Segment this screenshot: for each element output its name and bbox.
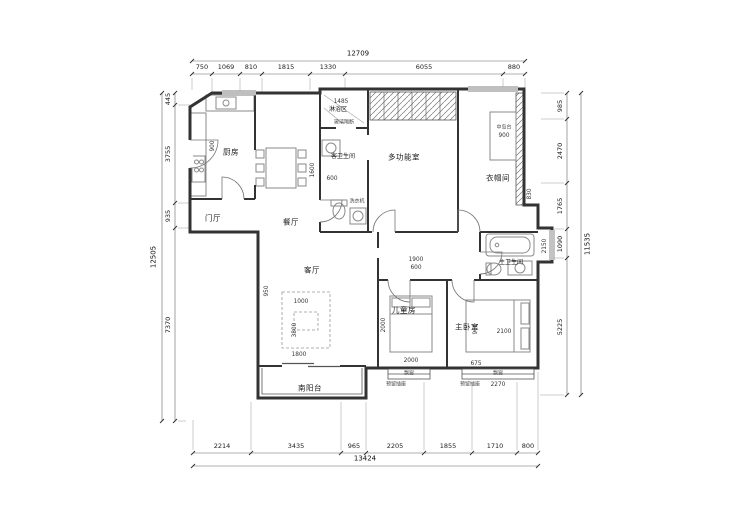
annotation: 600 [410,265,422,272]
dim-top-seg: 880 [507,62,521,71]
dim-top-seg: 1330 [319,62,337,71]
room-label-living: 客厅 [304,265,320,275]
room-label-foyer: 门厅 [205,213,221,223]
annotation: 2100 [496,329,512,336]
room-label-dining: 餐厅 [283,217,299,227]
room-label-kitchen: 厨房 [223,147,239,157]
annotation: 1600 [310,162,317,178]
annotation: 2150 [542,238,549,254]
dim-left-seg: 3755 [163,145,172,163]
annotation: 1900 [408,257,424,264]
room-label-island: 中岛台 [496,124,512,131]
dim-top-seg: 1069 [217,62,235,71]
dim-left-seg: 935 [163,209,172,223]
annotation: 900 [498,133,510,140]
dim-left-seg: 445 [163,92,172,106]
dim-top-seg: 1815 [277,62,295,71]
dim-left-seg: 7370 [163,316,172,334]
furniture [190,94,535,353]
dim-bottom-seg: 3435 [287,441,305,450]
dimension-lines [159,58,584,469]
dim-right-seg: 2470 [555,142,564,160]
dim-top-overall: 12709 [346,49,370,58]
room-label-master: 主卧室 [455,322,479,332]
doors [189,139,503,303]
dim-top-seg: 750 [195,62,209,71]
annotation: 飘窗 [492,370,504,377]
windows [187,86,555,395]
annotation: 预留插座 [385,381,407,388]
dim-right-seg: 5225 [555,318,564,336]
dim-bottom-seg: 2205 [386,441,404,450]
annotation: 2000 [403,358,419,365]
dim-top-seg: 6055 [415,62,433,71]
room-label-multi: 多功能室 [388,152,420,162]
annotation: 预留插座 [459,381,481,388]
annotation: 900 [210,140,217,152]
annotation: 2270 [490,382,506,389]
annotation: 1800 [291,352,307,359]
dim-bottom-seg: 2214 [213,441,231,450]
annotation: 600 [326,176,338,183]
annotation: 675 [470,361,482,368]
dim-left-overall: 12505 [149,245,158,269]
annotation: 3800 [292,322,299,338]
dim-bottom-seg: 1855 [439,441,457,450]
annotation: 950 [264,285,271,297]
annotation: 1485 [333,99,349,106]
annotation: 洗衣机 [349,198,365,205]
annotation: 1000 [293,299,309,306]
room-label-kids: 儿童房 [392,305,416,315]
room-label-guest-bath: 客卫生间 [330,153,356,160]
dim-bottom-overall: 13424 [353,454,377,463]
closet-hatch [369,91,525,206]
room-label-cloak: 衣帽间 [486,173,510,183]
dim-bottom-seg: 800 [521,441,535,450]
annotation: 830 [527,188,534,200]
dim-top-seg: 810 [244,62,258,71]
dim-bottom-seg: 1710 [486,441,504,450]
annotation: 900 [473,323,480,335]
room-label-shower: 淋浴区 [328,106,348,113]
annotation: 玻璃隔断 [333,119,355,126]
dim-right-seg: 1765 [555,197,564,215]
dim-bottom-seg: 965 [347,441,361,450]
annotation: 飘窗 [403,370,415,377]
room-label-balcony: 南阳台 [298,383,322,393]
dim-right-seg: 985 [555,99,564,113]
dim-right-seg: 1090 [555,235,564,253]
dim-right-overall: 11535 [583,232,592,256]
furniture-dashed [281,291,331,349]
room-label-master-bath: 主卫生间 [498,259,524,266]
annotation: 2000 [381,317,388,333]
